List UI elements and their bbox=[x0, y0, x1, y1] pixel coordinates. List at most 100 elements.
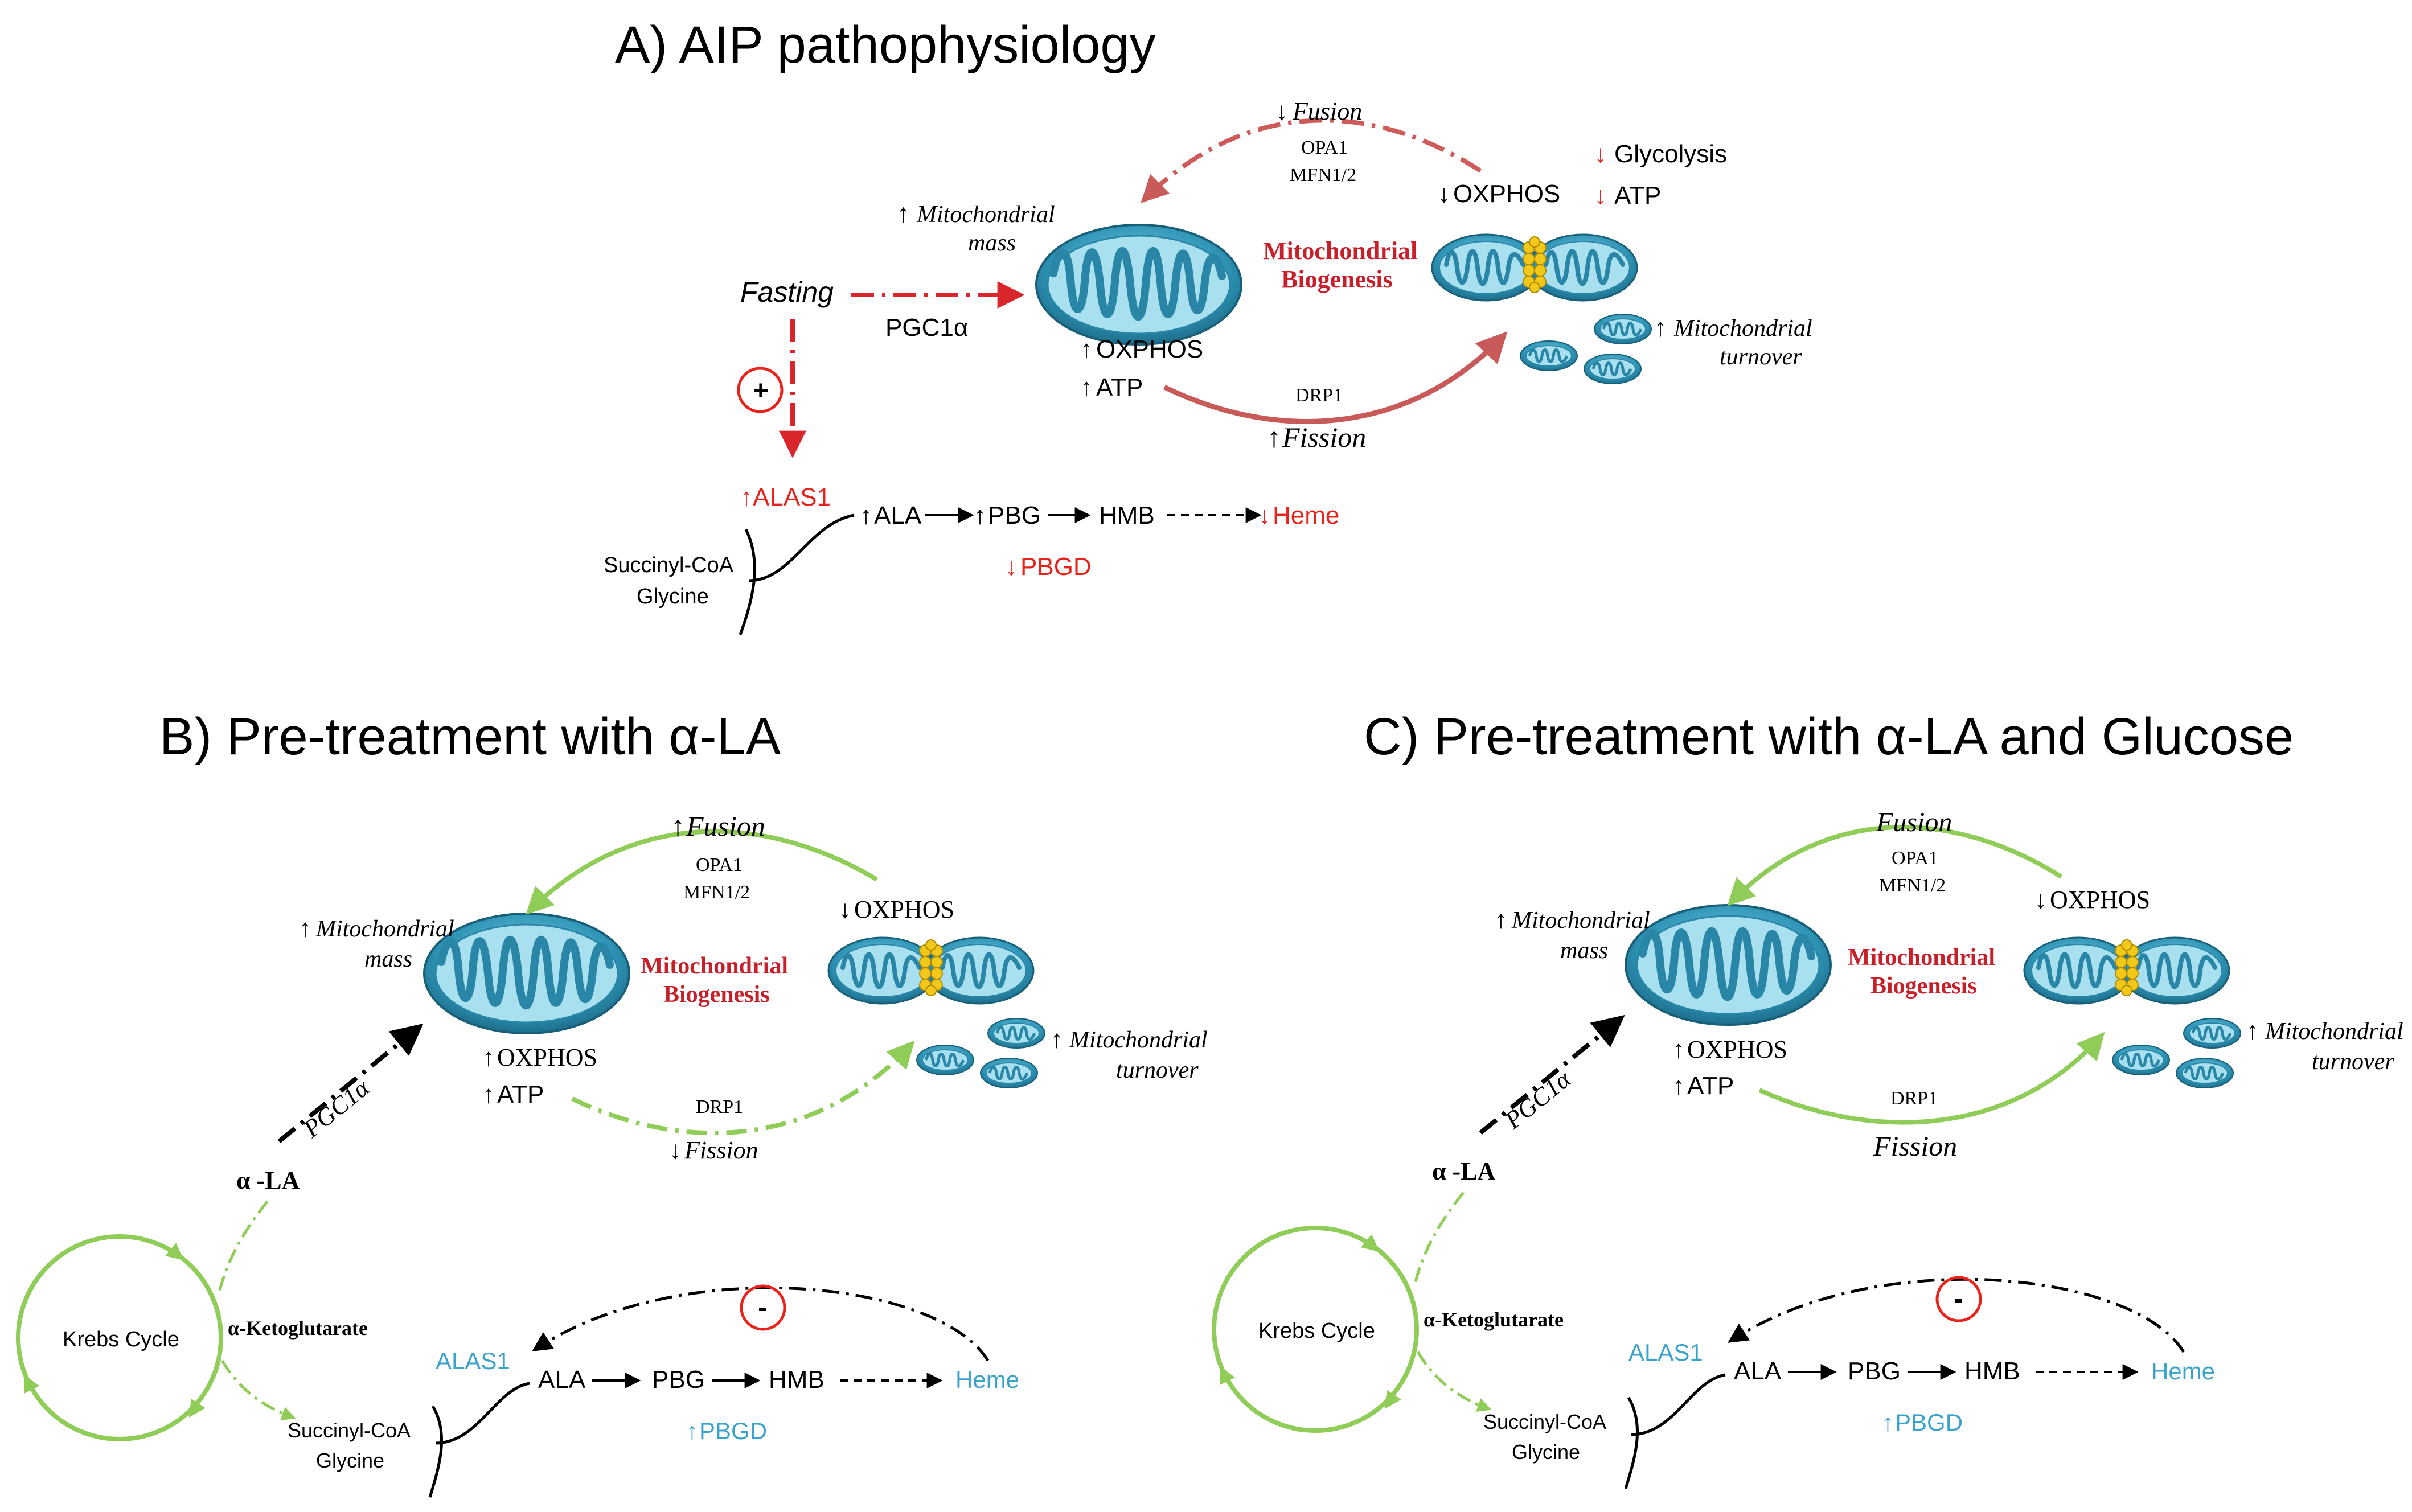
up-arrow-icon: ↑ bbox=[860, 502, 872, 529]
oxphos-down-label: OXPHOS bbox=[2050, 886, 2150, 914]
atp-up-label: ATP bbox=[1687, 1072, 1734, 1100]
mito-mass-label-2: mass bbox=[968, 230, 1016, 256]
krebs-arrow-1 bbox=[1360, 1234, 1380, 1252]
fission-arrow bbox=[571, 1040, 915, 1136]
fusion-label: Fusion bbox=[1876, 807, 1952, 837]
krebs-arrow-1 bbox=[165, 1243, 184, 1260]
ala-label: ALA bbox=[1734, 1357, 1782, 1385]
mitochondrion-small-1 bbox=[988, 1018, 1045, 1048]
drp1-label: DRP1 bbox=[1295, 385, 1343, 406]
down-arrow-icon: ↓ bbox=[1005, 553, 1018, 581]
down-arrow-icon: ↓ bbox=[669, 1136, 682, 1164]
hmb-label: HMB bbox=[1964, 1357, 2020, 1385]
krebs-arrow-2 bbox=[24, 1374, 40, 1394]
pbgd-label: PBGD bbox=[1895, 1409, 1963, 1436]
glycine-label: Glycine bbox=[1512, 1440, 1580, 1464]
minus-sign: - bbox=[758, 1291, 768, 1323]
condensation-bracket bbox=[739, 513, 855, 635]
condensation-bracket bbox=[428, 1382, 530, 1498]
up-arrow-icon: ↑ bbox=[2246, 1017, 2259, 1045]
up-arrow-icon: ↑ bbox=[1051, 1025, 1063, 1053]
panel-a-title: A) AIP pathophysiology bbox=[615, 16, 1156, 74]
alas1-label: ALAS1 bbox=[1628, 1339, 1703, 1366]
hmb-label: HMB bbox=[769, 1366, 824, 1394]
fission-label: Fission bbox=[684, 1136, 758, 1164]
up-arrow-icon: ↑ bbox=[1672, 1036, 1685, 1063]
mitochondrion-small-3 bbox=[2176, 1058, 2233, 1088]
turnover-label-1: Mitochondrial bbox=[1069, 1027, 1208, 1053]
pbgd-label: PBGD bbox=[699, 1418, 767, 1444]
atp-down-label: ATP bbox=[1614, 182, 1661, 209]
biogenesis-label-2: Biogenesis bbox=[663, 981, 770, 1008]
down-arrow-icon: ↓ bbox=[2034, 886, 2047, 914]
mitochondria-fusing-pair bbox=[1432, 235, 1637, 301]
mitochondrion-large bbox=[1036, 225, 1241, 344]
akg-succinyl-arrow bbox=[220, 1359, 296, 1420]
glycolysis-label: Glycolysis bbox=[1614, 140, 1727, 168]
mito-mass-label-2: mass bbox=[364, 946, 412, 972]
fusion-arrow bbox=[526, 829, 879, 915]
down-arrow-icon: ↓ bbox=[1594, 182, 1607, 209]
heme-label: Heme bbox=[955, 1366, 1019, 1393]
fission-arrow bbox=[1758, 1032, 2105, 1125]
oxphos-up-label: OXPHOS bbox=[1096, 335, 1203, 363]
krebs-cycle-label: Krebs Cycle bbox=[1258, 1319, 1375, 1343]
svg-text:Fusion: Fusion bbox=[1292, 97, 1362, 125]
opa1-label: OPA1 bbox=[1301, 137, 1348, 158]
mitochondrion-small-1 bbox=[1594, 314, 1651, 344]
biogenesis-label-1: Mitochondrial bbox=[641, 953, 788, 979]
up-arrow-icon: ↑ bbox=[1654, 314, 1667, 342]
krebs-arrow-3 bbox=[1384, 1390, 1401, 1409]
turnover-label-1: Mitochondrial bbox=[1673, 315, 1812, 342]
mitochondrion-large bbox=[424, 914, 629, 1033]
oxphos-down-label: OXPHOS bbox=[1453, 180, 1560, 208]
fission-arrow bbox=[1163, 331, 1508, 424]
panel-b: B) Pre-treatment with α-LA ↑ Fusion OPA1… bbox=[16, 708, 1208, 1498]
oxphos-down-label: OXPHOS bbox=[854, 895, 954, 923]
feedback-inhibition-arrow bbox=[532, 1286, 990, 1362]
fusion-arrow bbox=[1141, 118, 1482, 203]
mitochondrion-small-1 bbox=[2184, 1018, 2241, 1048]
biogenesis-label-1: Mitochondrial bbox=[1848, 944, 1995, 971]
panel-c: C) Pre-treatment with α-LA and Glucose F… bbox=[1212, 708, 2403, 1489]
turnover-label-2: turnover bbox=[1720, 344, 1802, 370]
turnover-label-1: Mitochondrial bbox=[2265, 1018, 2403, 1045]
alpha-la-label: α -LA bbox=[236, 1166, 300, 1194]
akg-label: α-Ketoglutarate bbox=[228, 1317, 368, 1340]
atp-up-label: ATP bbox=[1096, 373, 1143, 401]
turnover-label-2: turnover bbox=[2312, 1049, 2394, 1075]
fusion-label: ↓ Fusion bbox=[1275, 97, 1362, 125]
mitochondrion-large bbox=[1626, 905, 1831, 1025]
up-arrow-icon: ↑ bbox=[299, 914, 311, 942]
up-arrow-icon: ↑ bbox=[1080, 335, 1093, 363]
svg-text:↓: ↓ bbox=[1275, 97, 1288, 125]
mitochondrion-small-2 bbox=[1520, 341, 1577, 371]
krebs-cycle-circle bbox=[1212, 1226, 1419, 1433]
krebs-cycle-label: Krebs Cycle bbox=[63, 1328, 179, 1351]
krebs-cycle-circle bbox=[16, 1234, 223, 1441]
mito-mass-label-1: Mitochondrial bbox=[916, 202, 1055, 228]
biogenesis-label-2: Biogenesis bbox=[1281, 265, 1393, 293]
succinyl-coa-label: Succinyl-CoA bbox=[604, 553, 734, 577]
panel-c-title: C) Pre-treatment with α-LA and Glucose bbox=[1364, 708, 2294, 766]
up-arrow-icon: ↑ bbox=[1495, 906, 1507, 934]
mito-mass-label-1: Mitochondrial bbox=[1511, 907, 1650, 934]
heme-label: Heme bbox=[2151, 1358, 2215, 1384]
heme-label: Heme bbox=[1273, 502, 1339, 529]
up-arrow-icon: ↑ bbox=[482, 1080, 495, 1108]
down-arrow-icon: ↓ bbox=[1438, 180, 1450, 208]
up-arrow-icon: ↑ bbox=[897, 199, 910, 228]
ala-label: ALA bbox=[538, 1366, 586, 1394]
down-arrow-icon: ↓ bbox=[1258, 502, 1271, 529]
up-arrow-icon: ↑ bbox=[482, 1043, 495, 1071]
ala-krebs-arrow bbox=[218, 1200, 269, 1293]
pgc1a-label: PGC1α bbox=[1499, 1065, 1577, 1135]
atp-up-label: ATP bbox=[497, 1080, 544, 1108]
down-arrow-icon: ↓ bbox=[1594, 140, 1607, 168]
fusion-label: Fusion bbox=[686, 810, 765, 842]
akg-label: α-Ketoglutarate bbox=[1424, 1308, 1564, 1331]
mfn-label: MFN1/2 bbox=[1290, 165, 1356, 186]
condensation-bracket bbox=[1624, 1373, 1726, 1489]
up-arrow-icon: ↑ bbox=[1080, 373, 1093, 401]
fission-label: Fission bbox=[1282, 421, 1366, 453]
